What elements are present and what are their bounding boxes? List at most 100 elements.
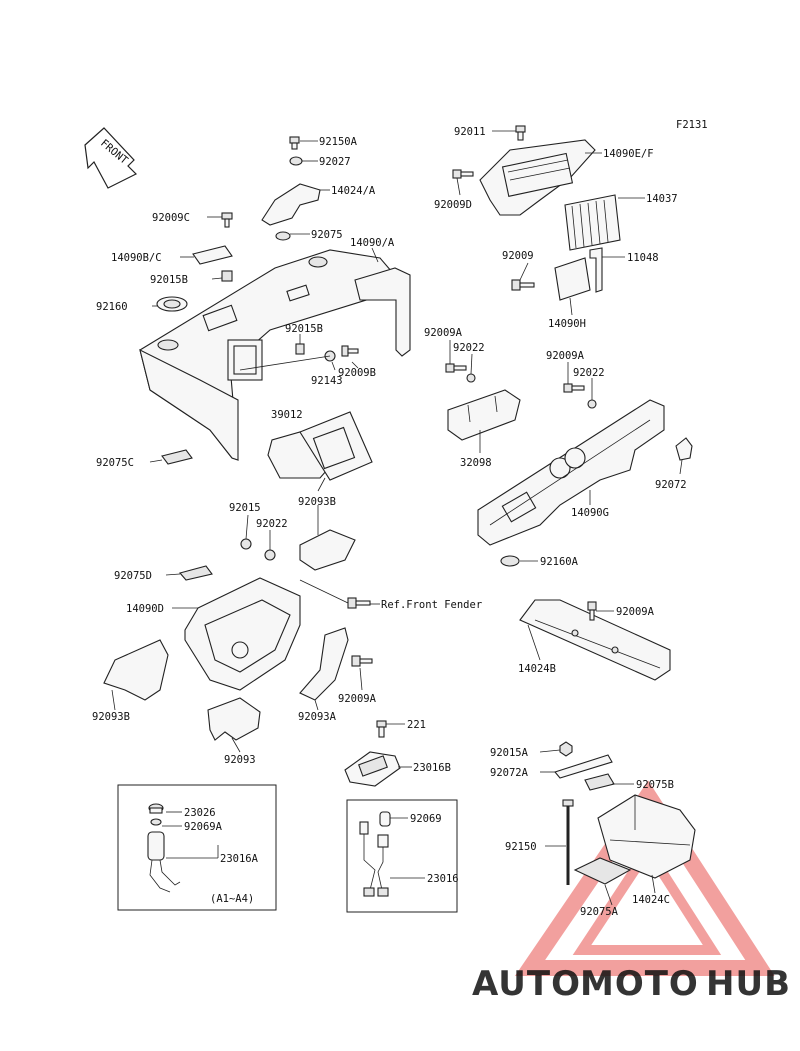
pad-92075C xyxy=(161,449,193,465)
pad-92075D xyxy=(179,565,213,581)
label-92015: 92015 xyxy=(229,502,261,514)
tray-14090D xyxy=(184,577,301,691)
leader-lines xyxy=(111,130,683,906)
label-92150: 92150 xyxy=(505,841,537,853)
label-92009A-b: 92009A xyxy=(546,350,585,362)
label-92022-b: 92022 xyxy=(573,367,605,379)
bracket-32098 xyxy=(447,389,521,441)
label-A1-A4: (A1~A4) xyxy=(210,893,254,905)
kit-box-23016 xyxy=(346,799,458,913)
bolt-92009A-d xyxy=(351,655,373,667)
front-cover-14090A xyxy=(139,249,411,461)
kit-box-23016A xyxy=(117,784,277,911)
label-92072A: 92072A xyxy=(490,767,529,779)
rear-plate-14024B xyxy=(519,599,671,681)
grommet-92160 xyxy=(156,296,188,312)
long-bolt-92150 xyxy=(562,799,574,885)
clip-92015B-b xyxy=(295,343,305,355)
figure-code: F2131 xyxy=(676,119,708,131)
label-92143: 92143 xyxy=(311,375,343,387)
label-14024B: 14024B xyxy=(518,663,556,675)
label-14090BC: 14090B/C xyxy=(111,252,162,264)
label-14024C: 14024C xyxy=(632,894,670,906)
bracket-92093A xyxy=(299,627,349,701)
label-92009D: 92009D xyxy=(434,199,472,211)
bolt-92009A-c xyxy=(587,601,597,621)
plate-14090BC xyxy=(192,245,233,265)
switch-23016B xyxy=(344,751,401,787)
front-direction-arrow: FRONT xyxy=(84,127,138,189)
panel-14090G xyxy=(477,399,665,546)
oring-92069A xyxy=(150,818,162,826)
label-14090EF: 14090E/F xyxy=(603,148,654,160)
label-92027: 92027 xyxy=(319,156,351,168)
label-92011: 92011 xyxy=(454,126,486,138)
watermark-moto: MOTO xyxy=(580,964,699,1004)
duct-39012 xyxy=(267,411,373,481)
grommet-92160A xyxy=(500,555,520,567)
label-92009C: 92009C xyxy=(152,212,190,224)
label-92009B: 92009B xyxy=(338,367,376,379)
nut-92027 xyxy=(289,156,303,166)
regulator-14024C xyxy=(597,794,696,879)
label-14090G: 14090G xyxy=(571,507,609,519)
bracket-92093B xyxy=(103,639,169,701)
watermark-logo xyxy=(514,780,775,976)
bolt-92009B xyxy=(341,345,359,357)
label-23016B: 23016B xyxy=(413,762,451,774)
label-92015A: 92015A xyxy=(490,747,529,759)
bolt-92009A-a xyxy=(445,363,467,373)
label-92015B-b: 92015B xyxy=(285,323,323,335)
washer-92022-b xyxy=(587,399,597,409)
plate-14090H xyxy=(554,257,591,301)
label-32098: 32098 xyxy=(460,457,492,469)
sensor-23016A xyxy=(147,831,181,893)
label-92093B-top: 92093B xyxy=(298,496,336,508)
nut-92075 xyxy=(275,231,291,241)
bolt-92009A-b xyxy=(563,383,585,393)
harness-23016 xyxy=(359,821,389,897)
label-92075: 92075 xyxy=(311,229,343,241)
bracket-92093 xyxy=(207,697,261,741)
label-92069A: 92069A xyxy=(184,821,223,833)
heatsink-14037 xyxy=(564,194,621,251)
bracket-11048 xyxy=(589,247,603,293)
pad-92075B xyxy=(584,773,615,791)
bracket-92093B-top xyxy=(299,529,356,571)
label-92022-a: 92022 xyxy=(453,342,485,354)
label-14090H: 14090H xyxy=(548,318,586,330)
bolt-92009C xyxy=(221,212,233,228)
watermark-text: AUTO MOTO HUB xyxy=(472,964,791,1004)
label-92022-c: 92022 xyxy=(256,518,288,530)
label-11048: 11048 xyxy=(627,252,659,264)
label-92075C: 92075C xyxy=(96,457,134,469)
label-14090A: 14090/A xyxy=(350,237,395,249)
pad-92075A xyxy=(573,857,632,885)
label-92093: 92093 xyxy=(224,754,256,766)
bolt-ref-front-fender xyxy=(347,597,371,609)
washer-92022-a xyxy=(466,373,476,383)
label-23016: 23016 xyxy=(427,873,459,885)
label-23016A: 23016A xyxy=(220,853,259,865)
label-14037: 14037 xyxy=(646,193,678,205)
cap-92069 xyxy=(379,811,391,827)
bolt-92011 xyxy=(515,125,526,141)
label-39012: 39012 xyxy=(271,409,303,421)
label-92075B: 92075B xyxy=(636,779,674,791)
strap-92072A xyxy=(554,754,613,779)
label-92093B: 92093B xyxy=(92,711,130,723)
label-92075D: 92075D xyxy=(114,570,152,582)
bracket-14024A xyxy=(261,183,321,226)
screw-221 xyxy=(376,720,387,738)
label-23026: 23026 xyxy=(184,807,216,819)
label-92015B-a: 92015B xyxy=(150,274,188,286)
label-221: 221 xyxy=(407,719,426,731)
label-92150A: 92150A xyxy=(319,136,358,148)
label-92093A: 92093A xyxy=(298,711,337,723)
watermark-hub: HUB xyxy=(706,964,791,1004)
bolt-92009D xyxy=(452,169,474,179)
meter-cover-14090EF xyxy=(479,139,596,216)
bolt-92150A xyxy=(289,136,300,150)
nut-92015A xyxy=(559,741,573,757)
